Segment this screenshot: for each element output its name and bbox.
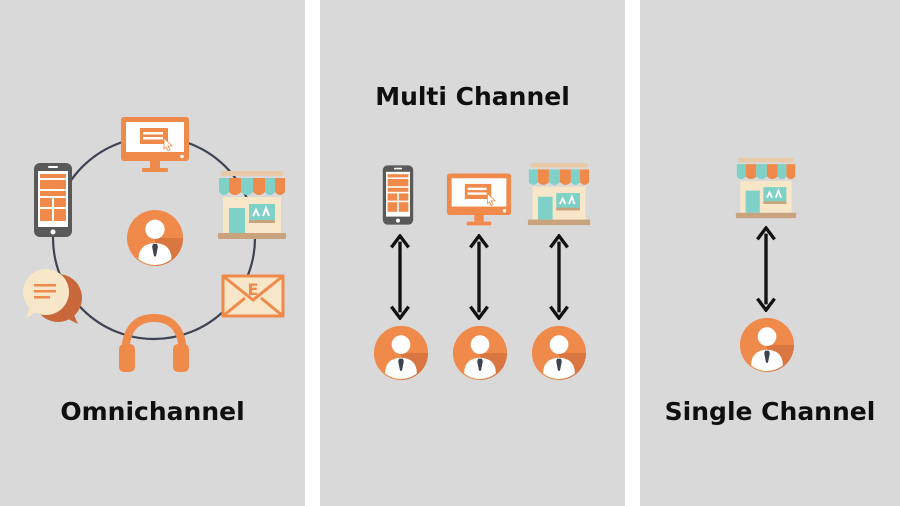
omnichannel-diagram: E xyxy=(23,116,287,372)
user-icon xyxy=(739,317,795,373)
user-icon xyxy=(452,325,508,381)
chat-icon xyxy=(23,269,82,324)
email-letter: E xyxy=(248,280,259,299)
multi-channel-panel: Multi Channel xyxy=(320,0,625,506)
double-arrow-icon xyxy=(549,234,569,320)
omnichannel-panel: E Omnichannel xyxy=(0,0,305,506)
double-arrow-icon xyxy=(756,226,776,312)
double-arrow-icon xyxy=(390,234,410,320)
user-icon xyxy=(373,325,429,381)
multi-channel-title: Multi Channel xyxy=(375,82,570,111)
omnichannel-title: Omnichannel xyxy=(60,397,245,426)
store-icon xyxy=(527,162,591,226)
monitor-icon xyxy=(446,173,512,226)
multi-channel-diagram xyxy=(373,162,591,381)
store-icon xyxy=(217,170,287,240)
single-channel-title: Single Channel xyxy=(664,397,876,426)
headphones-icon xyxy=(119,313,189,372)
phone-icon xyxy=(34,163,72,237)
single-channel-diagram xyxy=(735,157,797,373)
email-icon: E xyxy=(221,274,285,318)
double-arrow-icon xyxy=(469,234,489,320)
user-icon xyxy=(126,209,184,267)
monitor-icon xyxy=(120,116,190,172)
store-icon xyxy=(735,157,797,219)
single-channel-panel: Single Channel xyxy=(640,0,900,506)
phone-icon xyxy=(382,165,414,225)
user-icon xyxy=(531,325,587,381)
